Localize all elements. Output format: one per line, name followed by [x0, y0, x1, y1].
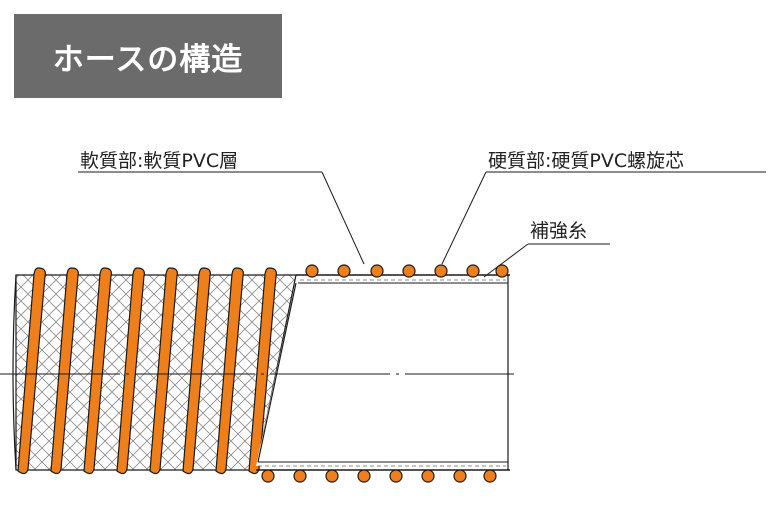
spiral-core-dot: [495, 264, 509, 278]
label-reinforcement: 補強糸: [530, 220, 588, 242]
spiral-core-dot: [357, 469, 371, 483]
spiral-core-dot: [337, 264, 351, 278]
spiral-core-dots: [261, 264, 509, 483]
helix-stripes: [17, 267, 277, 475]
spiral-core-dot: [402, 264, 416, 278]
spiral-core-dot: [434, 264, 448, 278]
leader-lines: [78, 171, 766, 278]
spiral-core-dot: [325, 469, 339, 483]
spiral-core-dot: [421, 469, 435, 483]
spiral-core-dot: [483, 469, 497, 483]
label-hard-part: 硬質部:硬質PVC螺旋芯: [488, 150, 685, 172]
diagram-title: ホースの構造: [52, 41, 244, 78]
spiral-core-dot: [293, 469, 307, 483]
helix-stripe: [215, 267, 244, 475]
hose-cutaway-section: [256, 274, 510, 471]
title-box: ホースの構造: [14, 14, 282, 98]
helix-stripe: [17, 267, 46, 475]
spiral-core-dot: [453, 469, 467, 483]
helix-stripe: [248, 267, 277, 475]
helix-stripe: [182, 267, 211, 475]
spiral-core-dot: [261, 469, 275, 483]
helix-stripe: [50, 267, 79, 475]
helix-stripe: [116, 267, 145, 475]
label-soft-part: 軟質部:軟質PVC層: [80, 150, 239, 172]
spiral-core-dot: [466, 264, 480, 278]
spiral-core-dot: [305, 264, 319, 278]
helix-stripe: [149, 267, 178, 475]
spiral-core-dot: [389, 469, 403, 483]
helix-stripe: [83, 267, 112, 475]
spiral-core-dot: [370, 264, 384, 278]
